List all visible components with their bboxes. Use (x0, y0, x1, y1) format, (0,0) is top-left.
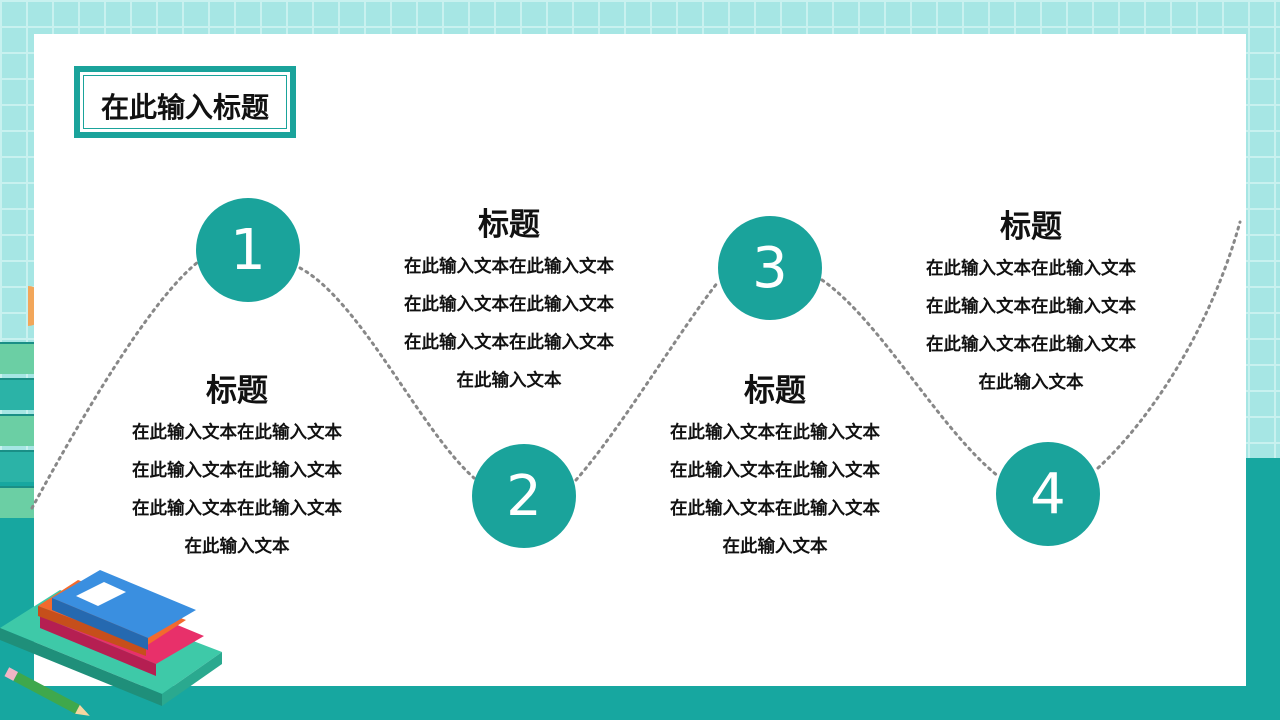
step-2-text-block: 标题 在此输入文本在此输入文本 在此输入文本在此输入文本 在此输入文本在此输入文… (374, 202, 644, 400)
step-1-line-4: 在此输入文本 (184, 537, 290, 557)
step-2-number-circle: 2 (472, 444, 576, 548)
step-3-line-2: 在此输入文本在此输入文本 (670, 461, 880, 481)
step-3-number-circle: 3 (718, 216, 822, 320)
step-2-line-4: 在此输入文本 (456, 371, 562, 391)
step-3-line-4: 在此输入文本 (722, 537, 828, 557)
step-4-number-circle: 4 (996, 442, 1100, 546)
step-3-number: 3 (752, 235, 788, 301)
step-2-line-2: 在此输入文本在此输入文本 (404, 295, 614, 315)
step-4-line-3: 在此输入文本在此输入文本 (926, 335, 1136, 355)
background-side-stripes (0, 342, 40, 542)
step-2-line-1: 在此输入文本在此输入文本 (404, 257, 614, 277)
step-2-line-3: 在此输入文本在此输入文本 (404, 333, 614, 353)
step-1-line-1: 在此输入文本在此输入文本 (132, 423, 342, 443)
step-4-text-block: 标题 在此输入文本在此输入文本 在此输入文本在此输入文本 在此输入文本在此输入文… (896, 204, 1166, 402)
step-1-heading: 标题 (206, 373, 268, 409)
step-2-heading: 标题 (478, 207, 540, 243)
step-1-number-circle: 1 (196, 198, 300, 302)
step-3-text-block: 标题 在此输入文本在此输入文本 在此输入文本在此输入文本 在此输入文本在此输入文… (640, 368, 910, 566)
step-1-number: 1 (230, 217, 266, 283)
title-box[interactable]: 在此输入标题 (74, 66, 296, 138)
step-1-line-3: 在此输入文本在此输入文本 (132, 499, 342, 519)
step-4-line-4: 在此输入文本 (978, 373, 1084, 393)
step-1-text-block: 标题 在此输入文本在此输入文本 在此输入文本在此输入文本 在此输入文本在此输入文… (102, 368, 372, 566)
step-4-line-1: 在此输入文本在此输入文本 (926, 259, 1136, 279)
step-3-line-1: 在此输入文本在此输入文本 (670, 423, 880, 443)
step-4-line-2: 在此输入文本在此输入文本 (926, 297, 1136, 317)
slide-card (34, 34, 1246, 686)
step-3-heading: 标题 (744, 373, 806, 409)
step-2-number: 2 (506, 463, 542, 529)
step-3-line-3: 在此输入文本在此输入文本 (670, 499, 880, 519)
step-4-number: 4 (1030, 461, 1066, 527)
step-1-line-2: 在此输入文本在此输入文本 (132, 461, 342, 481)
books-stack-icon (0, 570, 222, 716)
step-4-heading: 标题 (1000, 209, 1062, 245)
